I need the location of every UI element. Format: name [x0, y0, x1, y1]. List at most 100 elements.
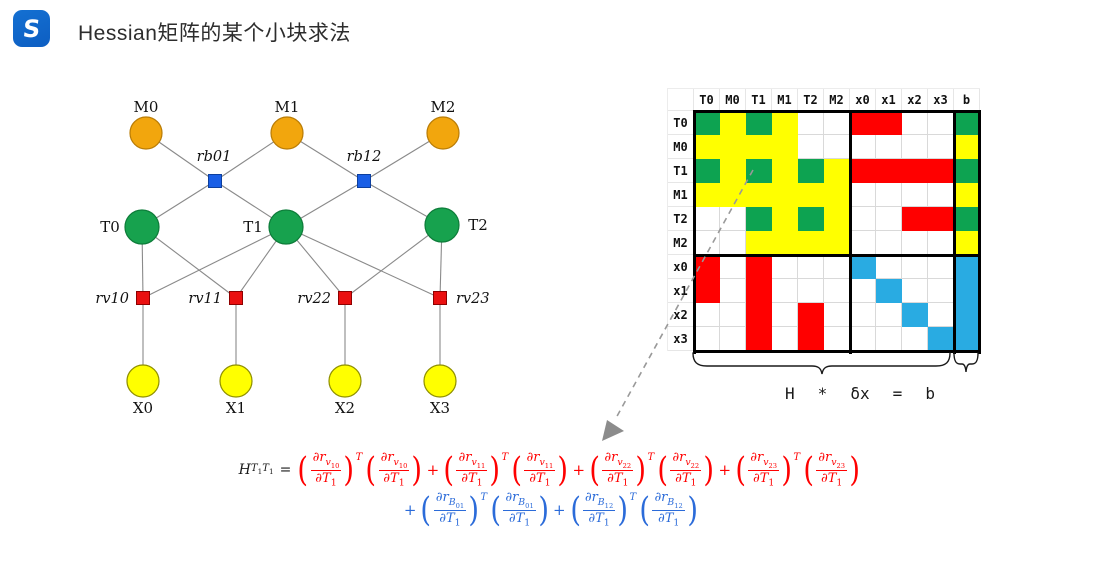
graph-node-X1	[219, 364, 253, 398]
block-border	[693, 110, 981, 113]
formula-line-2: +(∂rB01∂T1)T(∂rB01∂T1)+(∂rB12∂T1)T(∂rB12…	[403, 489, 698, 530]
matrix-cell	[746, 303, 772, 327]
graph-node-X2	[328, 364, 362, 398]
matrix-cell	[824, 303, 850, 327]
matrix-cell	[720, 207, 746, 231]
matrix-cell	[798, 255, 824, 279]
block-border	[953, 110, 956, 354]
matrix-cell	[798, 279, 824, 303]
matrix-cell	[902, 231, 928, 255]
matrix-cell	[928, 207, 954, 231]
matrix-cell	[902, 159, 928, 183]
matrix-row-header: x2	[668, 303, 694, 327]
fraction: ∂rB12∂T1	[652, 489, 685, 529]
graph-node-label: rv11	[188, 291, 222, 307]
graph-edge	[344, 224, 443, 299]
fraction: ∂rv10∂T1	[378, 450, 410, 489]
jacobian-term: (∂rv11∂T1)T(∂rv11∂T1)	[443, 449, 569, 490]
matrix-cell	[954, 135, 980, 159]
matrix-cell	[720, 183, 746, 207]
matrix-cell	[902, 327, 928, 351]
matrix-cell	[928, 327, 954, 351]
matrix-cell	[850, 159, 876, 183]
fraction: ∂rv22∂T1	[670, 450, 702, 489]
matrix-cell	[902, 303, 928, 327]
matrix-cell	[694, 111, 720, 135]
jacobian-term: (∂rv22∂T1)T(∂rv22∂T1)	[589, 449, 715, 490]
matrix-col-header: b	[954, 89, 980, 111]
block-border	[693, 254, 981, 257]
jacobian-term: (∂rv10∂T1)T(∂rv10∂T1)	[297, 449, 423, 490]
graph-node-label: T0	[100, 218, 120, 236]
h-underbrace	[692, 352, 951, 375]
matrix-col-header: x3	[928, 89, 954, 111]
matrix-col-header: x2	[902, 89, 928, 111]
matrix-cell	[850, 135, 876, 159]
matrix-cell	[850, 255, 876, 279]
matrix-cell	[928, 255, 954, 279]
matrix-cell	[928, 279, 954, 303]
matrix-cell	[746, 159, 772, 183]
matrix-cell	[798, 135, 824, 159]
jacobian-term: (∂rB01∂T1)T(∂rB01∂T1)	[420, 489, 549, 530]
matrix-cell	[824, 327, 850, 351]
graph-node-X0	[126, 364, 160, 398]
matrix-cell	[746, 231, 772, 255]
matrix-cell	[772, 255, 798, 279]
matrix-cell	[876, 159, 902, 183]
matrix-row-header: M0	[668, 135, 694, 159]
fraction: ∂rv22∂T1	[602, 450, 634, 489]
fraction: ∂rv10∂T1	[310, 450, 342, 489]
matrix-col-header: T0	[694, 89, 720, 111]
matrix-row-header: x1	[668, 279, 694, 303]
matrix-row-header: T2	[668, 207, 694, 231]
matrix-cell	[850, 231, 876, 255]
matrix-cell	[954, 231, 980, 255]
block-border	[693, 110, 696, 354]
matrix-cell	[772, 183, 798, 207]
matrix-row-header: x3	[668, 327, 694, 351]
matrix-cell	[824, 255, 850, 279]
matrix-cell	[928, 183, 954, 207]
block-border	[693, 350, 981, 353]
matrix-cell	[746, 327, 772, 351]
matrix-row-header: T0	[668, 111, 694, 135]
graph-node-label: rv22	[297, 291, 331, 307]
page-title: Hessian矩阵的某个小块求法	[78, 22, 351, 45]
matrix-cell	[824, 135, 850, 159]
graph-node-label: X2	[335, 399, 355, 417]
matrix-cell	[954, 327, 980, 351]
matrix-cell	[720, 303, 746, 327]
matrix-cell	[798, 159, 824, 183]
matrix-col-header: M2	[824, 89, 850, 111]
matrix-cell	[720, 135, 746, 159]
graph-node-rb12	[357, 174, 371, 188]
matrix-cell	[876, 183, 902, 207]
matrix-cell	[824, 207, 850, 231]
matrix-row-header: M2	[668, 231, 694, 255]
matrix-cell	[824, 231, 850, 255]
matrix-col-header: T1	[746, 89, 772, 111]
graph-node-rv23	[433, 291, 447, 305]
matrix-cell	[928, 159, 954, 183]
graph-node-T2	[424, 207, 460, 243]
matrix-cell	[824, 159, 850, 183]
matrix-cell	[824, 111, 850, 135]
graph-node-rv11	[229, 291, 243, 305]
matrix-cell	[746, 279, 772, 303]
matrix-cell	[694, 183, 720, 207]
matrix-corner-cell	[668, 89, 694, 111]
graph-edge	[141, 226, 237, 299]
matrix-cell	[746, 135, 772, 159]
title-bar: S Hessian矩阵的某个小块求法	[0, 0, 1120, 60]
matrix-cell	[876, 111, 902, 135]
matrix-col-header: x1	[876, 89, 902, 111]
graph-node-label: rv23	[456, 291, 490, 307]
matrix-cell	[954, 255, 980, 279]
matrix-cell	[928, 231, 954, 255]
matrix-cell	[746, 207, 772, 231]
matrix-cell	[694, 255, 720, 279]
